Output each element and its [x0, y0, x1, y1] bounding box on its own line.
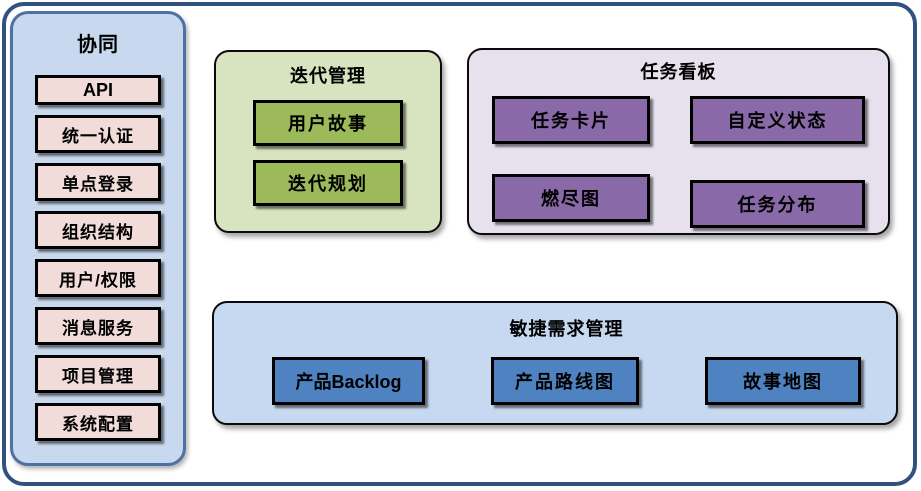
- item-burndown-chart: 燃尽图: [492, 174, 650, 222]
- sidebar-item-project-management: 项目管理: [35, 355, 161, 393]
- item-product-backlog: 产品Backlog: [272, 357, 425, 405]
- sidebar-item-list: API 统一认证 单点登录 组织结构 用户/权限 消息服务 项目管理 系统配置: [13, 75, 183, 441]
- sidebar-title: 协同: [77, 34, 119, 56]
- sidebar-item-system-config: 系统配置: [35, 403, 161, 441]
- panel-task-board: 任务看板 任务卡片 自定义状态 燃尽图 任务分布: [467, 48, 890, 235]
- panel-agile-requirements: 敏捷需求管理 产品Backlog 产品路线图 故事地图: [212, 301, 898, 425]
- item-custom-status: 自定义状态: [690, 96, 865, 144]
- sidebar-item-user-permissions: 用户/权限: [35, 259, 161, 297]
- panel-task-board-title: 任务看板: [640, 62, 717, 82]
- sidebar-item-unified-auth: 统一认证: [35, 115, 161, 153]
- item-task-distribution: 任务分布: [690, 180, 865, 228]
- sidebar-item-org-structure: 组织结构: [35, 211, 161, 249]
- item-iteration-planning: 迭代规划: [253, 160, 403, 206]
- item-story-map: 故事地图: [705, 357, 861, 405]
- item-task-card: 任务卡片: [492, 96, 650, 144]
- panel-iteration-title: 迭代管理: [290, 66, 366, 86]
- sidebar-item-api: API: [35, 75, 161, 105]
- sidebar-item-message-service: 消息服务: [35, 307, 161, 345]
- panel-iteration-management: 迭代管理 用户故事 迭代规划: [214, 50, 442, 233]
- sidebar-item-single-sign-on: 单点登录: [35, 163, 161, 201]
- item-product-roadmap: 产品路线图: [491, 357, 639, 405]
- panel-task-board-body: 任务卡片 自定义状态 燃尽图 任务分布: [492, 96, 865, 228]
- item-user-story: 用户故事: [253, 100, 403, 146]
- sidebar-collaboration: 协同 API 统一认证 单点登录 组织结构 用户/权限 消息服务 项目管理 系统…: [10, 11, 186, 466]
- panel-agile-title: 敏捷需求管理: [509, 319, 624, 339]
- panel-agile-body: 产品Backlog 产品路线图 故事地图: [272, 357, 861, 405]
- outer-frame: [2, 2, 917, 486]
- panel-iteration-body: 用户故事 迭代规划: [216, 100, 440, 206]
